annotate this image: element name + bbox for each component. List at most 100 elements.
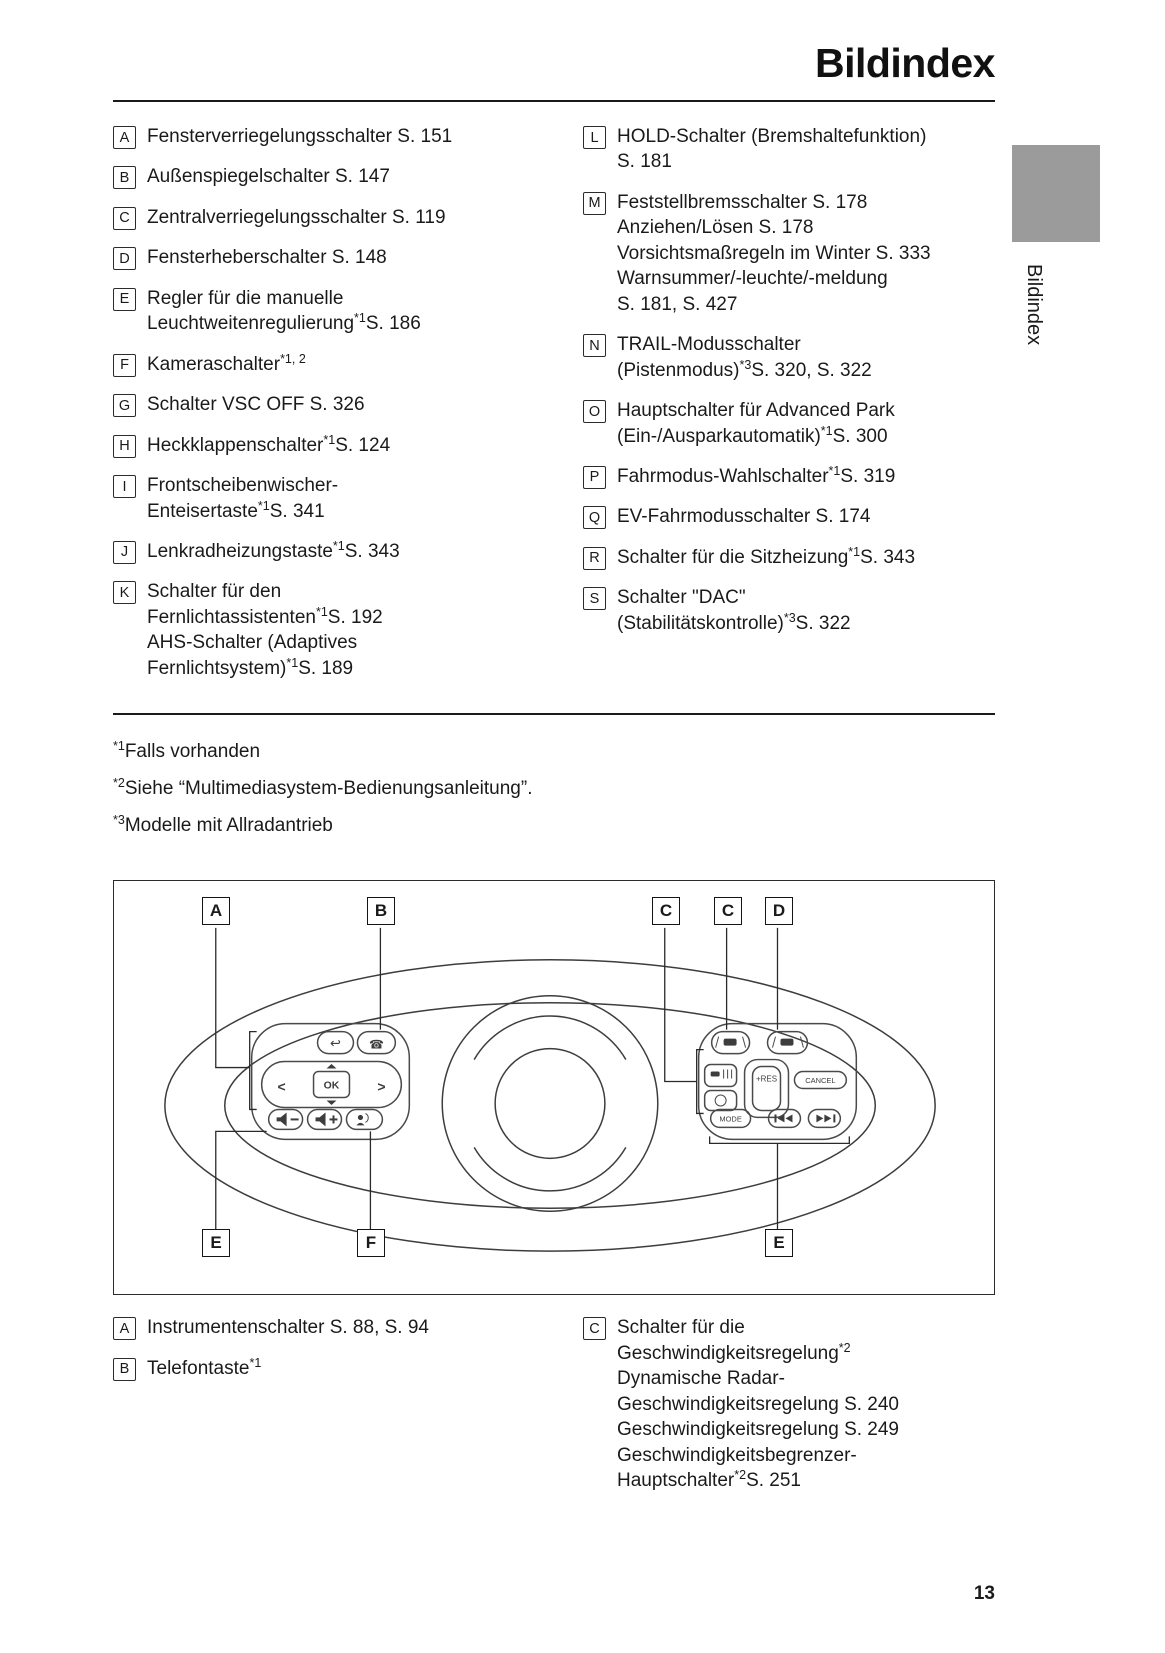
back-icon: ↩ [330, 1036, 341, 1051]
speaker-icon [276, 1112, 287, 1127]
superscript-note: *2 [734, 1467, 747, 1482]
bracket-a [249, 1031, 257, 1111]
index-item-text: Fensterheberschalter S. 148 [147, 245, 387, 270]
superscript-note: *1, 2 [280, 351, 306, 366]
right-button-cluster [697, 1023, 858, 1141]
back-button [316, 1031, 355, 1055]
index-item-d: D Fensterheberschalter S. 148 [113, 245, 583, 271]
superscript-note: *3 [783, 610, 796, 625]
index-item-line: Anziehen/Lösen S. 178 [617, 217, 814, 239]
lane-assist-button [710, 1031, 751, 1055]
footnote-3: *3Modelle mit Allradantrieb [113, 813, 333, 837]
leader-line-e-left [215, 1131, 267, 1232]
index-item-line: Fernlichtsystem)*1S. 189 [147, 655, 354, 679]
superscript-note: *1 [323, 432, 336, 447]
callout-letter-box: P [583, 465, 606, 489]
superscript-note: *3 [113, 813, 125, 828]
index-item-line: Hauptschalter*2S. 251 [617, 1467, 801, 1491]
index-item-line: Zentralverriegelungsschalter S. 119 [147, 206, 446, 228]
callout-letter-box: A [113, 1317, 136, 1341]
callout-letter-box: E [113, 287, 136, 311]
index-item-j: J Lenkradheizungstaste*1S. 343 [113, 539, 583, 564]
index-item-text: Kameraschalter*1, 2 [147, 352, 306, 377]
speaker-icon [315, 1112, 326, 1127]
page-title: Bildindex [814, 40, 996, 86]
distance-button [703, 1064, 738, 1088]
index-item-line: Fahrmodus-Wahlschalter*1S. 319 [617, 463, 896, 487]
ok-button-label: OK [324, 1081, 340, 1092]
index-item-line: Telefontaste*1 [147, 1355, 262, 1379]
callout-letter-box: J [113, 540, 136, 564]
index-item-line: Lenkradheizungstaste*1S. 343 [147, 538, 400, 562]
wheel-hub [441, 995, 659, 1213]
index-item-text: Schalter für die Sitzheizung*1S. 343 [617, 545, 915, 570]
cancel-button-label: CANCEL [805, 1076, 835, 1085]
index-item-line: Schalter "DAC" [617, 587, 746, 609]
wheel-rim [164, 959, 936, 1253]
footnotes: *1Falls vorhanden*2Siehe “Multimediasyst… [113, 715, 995, 860]
index-item-line: Kameraschalter*1, 2 [147, 351, 306, 375]
callout-letter-box: F [113, 353, 136, 377]
index-item-a: A Instrumentenschalter S. 88, S. 94 [113, 1315, 583, 1341]
index-item-line: (Ein-/Ausparkautomatik)*1S. 300 [617, 423, 888, 447]
index-item-line: Instrumentenschalter S. 88, S. 94 [147, 1317, 429, 1339]
chapter-tab [1012, 145, 1100, 242]
volume-down-button [267, 1108, 304, 1131]
superscript-note: *2 [838, 1340, 851, 1355]
index-item-line: Geschwindigkeitsbegrenzer- [617, 1444, 857, 1466]
index-item-line: Geschwindigkeitsregelung S. 249 [617, 1419, 900, 1441]
superscript-note: *2 [113, 776, 125, 791]
superscript-note: *1 [820, 423, 833, 438]
index-item-line: Schalter für die [617, 1317, 745, 1339]
nav-left-arrow-icon: < [278, 1079, 286, 1095]
figure-callout-top-5: D [765, 897, 793, 926]
res-lever-label: +RES [756, 1075, 777, 1084]
callout-letter-box: C [113, 206, 136, 230]
superscript-note: *1 [828, 463, 841, 478]
superscript-note: *1 [332, 538, 345, 553]
index-item-text: EV-Fahrmodusschalter S. 174 [617, 504, 870, 529]
bracket-c [696, 1049, 704, 1115]
callout-letter-box: C [583, 1317, 606, 1341]
mode-button-label: MODE [719, 1115, 741, 1124]
index-item-line: S. 181, S. 427 [617, 293, 738, 315]
index-item-line: Feststellbremsschalter S. 178 [617, 191, 868, 213]
superscript-note: *1 [354, 311, 366, 326]
index-item-line: TRAIL-Modusschalter [617, 334, 801, 356]
index-item-line: AHS-Schalter (Adaptives [147, 632, 358, 654]
top-rule [113, 100, 995, 102]
index-item-line: Leuchtweitenregulierung*1S. 186 [147, 311, 421, 335]
index-item-text: Hauptschalter für Advanced Park(Ein-/Aus… [617, 398, 895, 449]
seek-back-button [767, 1108, 802, 1129]
footnote-2: *2Siehe “Multimediasystem-Bedienungsanle… [113, 776, 533, 800]
callout-letter-box: M [583, 191, 606, 215]
index-item-c: C Zentralverriegelungsschalter S. 119 [113, 205, 583, 230]
index-item-line: Warnsummer/-leuchte/-meldung [617, 268, 888, 290]
index-item-text: Heckklappenschalter*1S. 124 [147, 433, 390, 458]
index-item-text: Zentralverriegelungsschalter S. 119 [147, 205, 446, 230]
superscript-note: *1 [315, 604, 328, 619]
index-item-text: Fahrmodus-Wahlschalter*1S. 319 [617, 464, 895, 489]
index-item-text: Schalter VSC OFF S. 326 [147, 392, 365, 417]
callout-letter-box: S [583, 587, 606, 611]
index-item-line: Geschwindigkeitsregelung S. 240 [617, 1393, 900, 1415]
index-item-line: Frontscheibenwischer- [147, 475, 339, 497]
figure-callout-bottom-3: E [765, 1229, 793, 1258]
seek-forward-icon [816, 1114, 824, 1123]
steering-wheel-drawing: ↩ ☎ < > OK +RES CANCEL MODE [164, 928, 936, 1253]
cancel-button [793, 1071, 848, 1090]
index-item-line: Regler für die manuelle [147, 287, 344, 309]
callout-letter-box: D [113, 247, 136, 271]
index-item-f: F Kameraschalter*1, 2 [113, 352, 583, 377]
index-item-text: Fensterverriegelungsschalter S. 151 [147, 124, 452, 149]
nav-up-arrow-icon [326, 1064, 337, 1069]
